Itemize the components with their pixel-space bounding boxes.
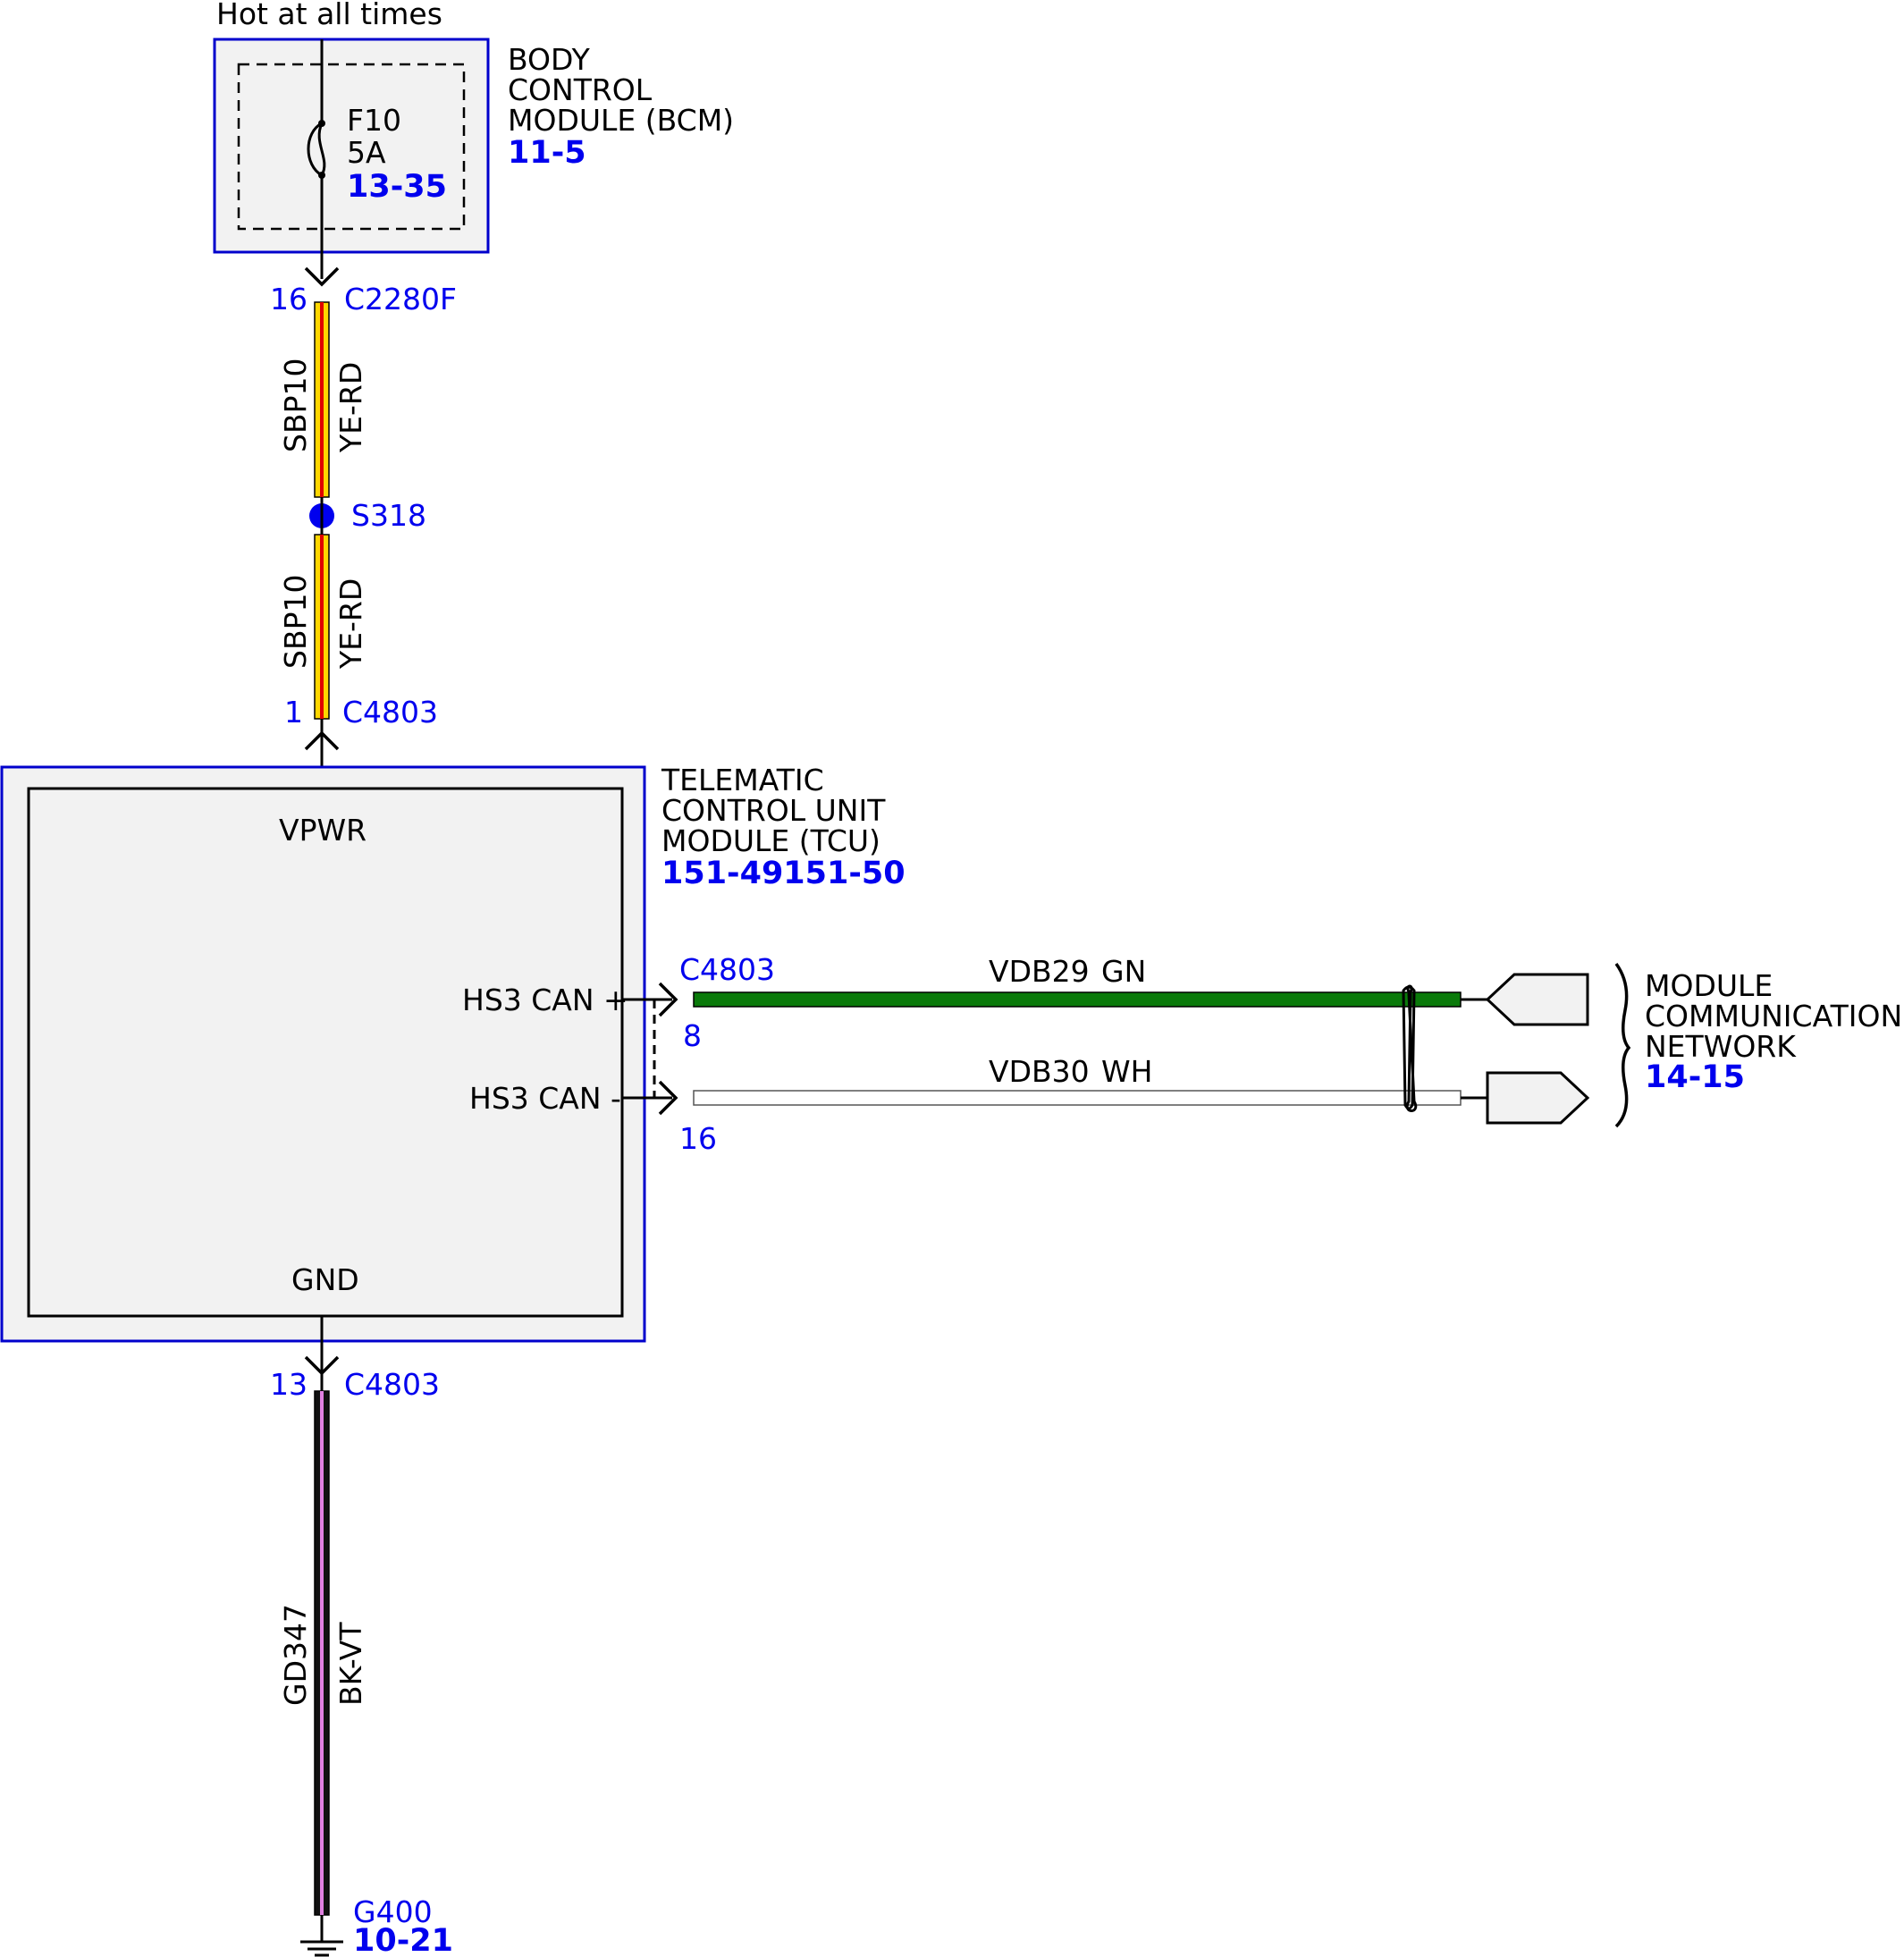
network-connector-plus-icon[interactable] (1485, 973, 1589, 1026)
wire-sbp10-upper-circuit: SBP10 (278, 359, 313, 452)
ground-icon (300, 1915, 343, 1957)
wire-vdb29-circuit: VDB29 (989, 954, 1090, 989)
wire-vdb29[interactable] (693, 991, 1462, 1008)
tcu-name-line-3: MODULE (TCU) (661, 823, 880, 858)
brace-icon (1614, 962, 1631, 1128)
c4803-power-connector: C4803 (342, 695, 438, 730)
tcu-pin-can-minus: HS3 CAN - (469, 1081, 621, 1116)
wire-gd347-color: BK-VT (333, 1622, 368, 1706)
can-pin-plus: 8 (683, 1018, 702, 1053)
wire-vdb29-color: GN (1101, 954, 1146, 989)
connector-arrow-icon (304, 266, 340, 287)
fuse-page-ref[interactable]: 13-35 (347, 169, 447, 205)
network-connector-minus-icon[interactable] (1486, 1071, 1590, 1125)
bcm-name-line-3: MODULE (BCM) (508, 103, 734, 138)
network-name-line-2: COMMUNICATIONS (1645, 999, 1904, 1033)
bcm-name-line-2: CONTROL (508, 72, 653, 107)
wire-gd347[interactable] (314, 1390, 330, 1916)
c4803-ground-connector: C4803 (344, 1367, 440, 1402)
network-name-line-1: MODULE (1645, 968, 1773, 1003)
wire-vdb30[interactable] (693, 1090, 1462, 1106)
bcm-name-line-1: BODY (508, 42, 591, 77)
connector-arrow-icon (658, 1080, 678, 1116)
c2280f-pin: 16 (270, 282, 308, 316)
wire-vdb30-circuit: VDB30 (989, 1054, 1090, 1089)
bcm-module[interactable] (213, 38, 490, 254)
bcm-page-ref[interactable]: 11-5 (508, 135, 586, 171)
wire-gd347-circuit: GD347 (278, 1604, 313, 1706)
connector-arrow-icon (658, 982, 678, 1017)
wire-sbp10-upper-color: YE-RD (333, 362, 368, 453)
can-connector: C4803 (679, 952, 775, 987)
c4803-power-pin: 1 (284, 695, 303, 730)
power-note: Hot at all times (216, 0, 442, 31)
tcu-pin-vpwr: VPWR (279, 813, 366, 848)
tcu-name-line-2: CONTROL UNIT (661, 793, 886, 828)
connector-arrow-icon (304, 1355, 340, 1376)
ground-id: G400 (353, 1894, 433, 1929)
splice-id: S318 (351, 498, 426, 533)
wire-sbp10-lower-color: YE-RD (333, 578, 368, 670)
tcu-pin-can-plus: HS3 CAN + (462, 983, 628, 1017)
network-page-ref[interactable]: 14-15 (1645, 1059, 1745, 1095)
wire-sbp10-lower-circuit: SBP10 (278, 575, 313, 669)
ground-page-ref[interactable]: 10-21 (353, 1923, 453, 1957)
wire-sbp10-upper[interactable] (314, 301, 330, 498)
wire-vdb30-color: WH (1101, 1054, 1152, 1089)
fuse-rating: 5A (347, 135, 386, 170)
tcu-module[interactable] (0, 765, 646, 1343)
fuse-id: F10 (347, 103, 401, 138)
tcu-pin-gnd: GND (291, 1262, 359, 1297)
can-pin-minus: 16 (679, 1121, 717, 1156)
c2280f-connector: C2280F (344, 282, 457, 316)
tcu-name-line-1: TELEMATIC (661, 763, 824, 797)
network-name-line-3: NETWORK (1645, 1029, 1797, 1064)
wire-sbp10-lower[interactable] (314, 534, 330, 720)
tcu-page-ref[interactable]: 151-49151-50 (661, 856, 906, 891)
c4803-ground-pin: 13 (270, 1367, 308, 1402)
